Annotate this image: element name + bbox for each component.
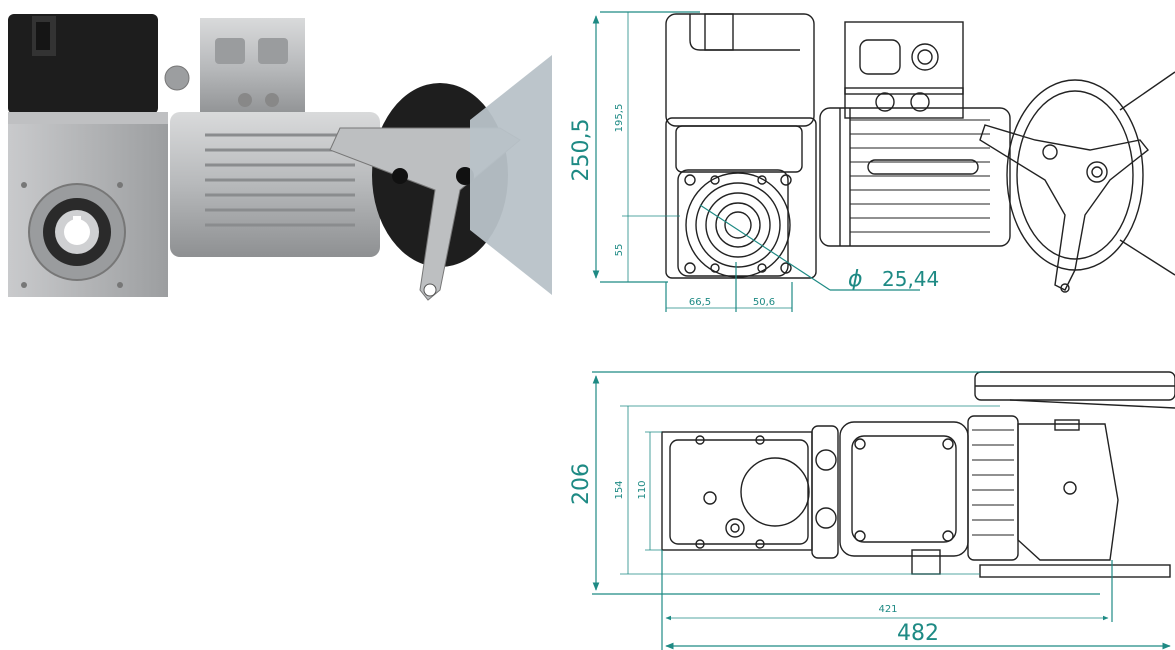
- front-view-drawing: [665, 13, 1175, 293]
- front-gearbox: [665, 117, 817, 279]
- top-lever-housing: [1017, 423, 1119, 561]
- guard-plate: [470, 55, 552, 295]
- front-guard-plate: [1119, 71, 1175, 276]
- top-base-plate: [979, 564, 1171, 578]
- top-view-dimensions: [592, 371, 1171, 650]
- dim-shaft-diameter: 25,44: [882, 267, 939, 291]
- front-view-dimensions: [592, 11, 920, 312]
- diameter-leader: [699, 204, 831, 291]
- top-terminal-box: [839, 421, 969, 557]
- dim-top-length-total: 482: [897, 621, 939, 646]
- front-motor-body: [819, 107, 1011, 247]
- dim-front-width-left: 66,5: [689, 297, 711, 308]
- dim-front-height-total: 250,5: [569, 119, 594, 182]
- dim-top-height-inner: 110: [637, 480, 648, 499]
- dim-front-width-right: 50,6: [753, 297, 775, 308]
- top-control-box: [661, 431, 813, 551]
- front-terminal-box: [844, 21, 964, 95]
- dim-diameter-symbol: ϕ: [848, 267, 863, 292]
- dim-top-height-total: 206: [569, 463, 594, 505]
- dim-top-length-inner: 421: [878, 604, 897, 615]
- front-control-housing: [665, 13, 815, 127]
- dim-front-height-upper: 195,5: [614, 104, 625, 133]
- front-release-lever: [979, 124, 1149, 291]
- dim-top-height-mid: 154: [614, 480, 625, 499]
- terminal-box: [200, 18, 305, 118]
- product-photo: [8, 14, 552, 301]
- front-output-flange: [685, 172, 791, 278]
- dim-front-height-lower: 55: [614, 244, 625, 257]
- top-motor-body: [967, 415, 1019, 561]
- motor-body: [170, 112, 380, 257]
- top-view-drawing: [661, 371, 1175, 578]
- control-box: [8, 14, 158, 114]
